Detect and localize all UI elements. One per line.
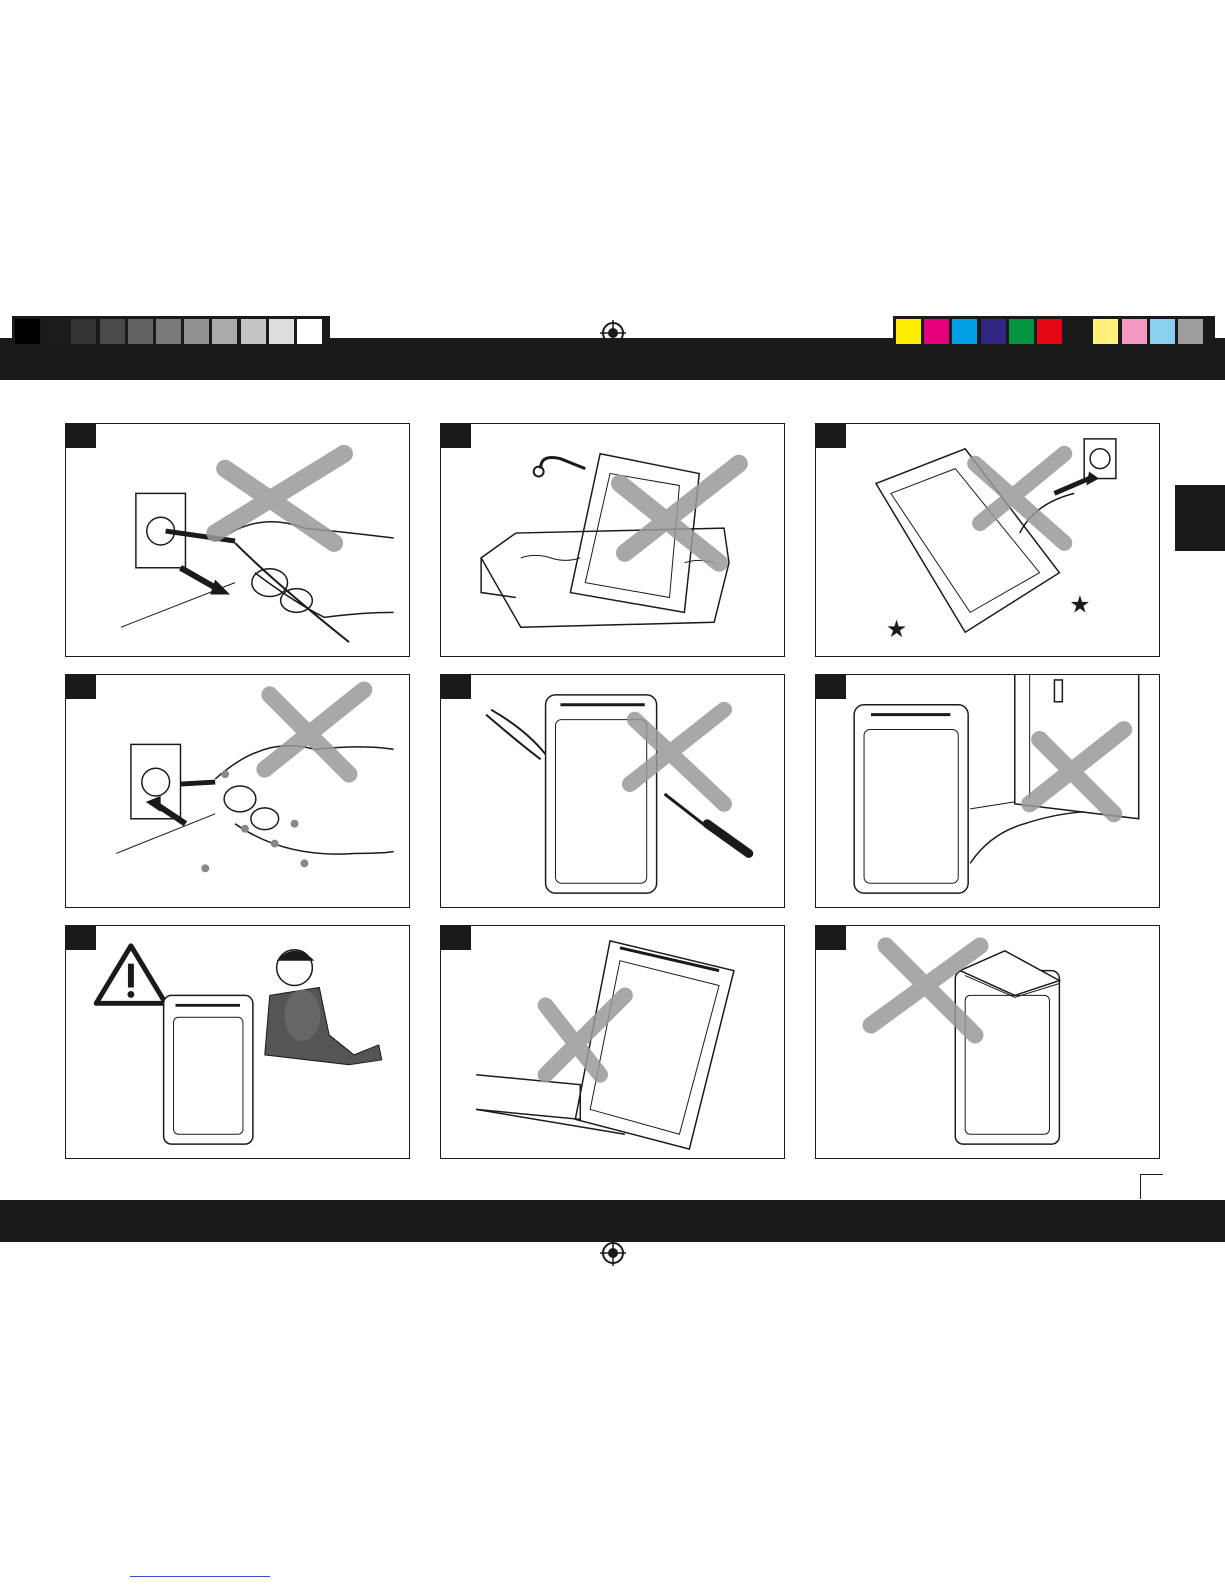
color-swatch [1092, 318, 1119, 345]
color-swatch [1121, 318, 1148, 345]
panel-3: ★ ★ [815, 423, 1160, 657]
grayscale-swatch [42, 318, 69, 345]
grayscale-calibration-strip [12, 316, 330, 345]
tilted-unit-icon [441, 926, 784, 1158]
panel-8 [440, 925, 785, 1159]
immerse-in-water-icon [441, 424, 784, 656]
child-warning-icon [66, 926, 409, 1158]
grayscale-swatch [296, 318, 323, 345]
color-swatch [1149, 318, 1176, 345]
grayscale-swatch [268, 318, 295, 345]
grayscale-swatch [155, 318, 182, 345]
grayscale-swatch [14, 318, 41, 345]
unit-falling-icon: ★ ★ [816, 424, 1159, 656]
grayscale-swatch [183, 318, 210, 345]
color-calibration-strip [893, 316, 1215, 345]
panel-7 [65, 925, 410, 1159]
color-swatch [1008, 318, 1035, 345]
cord-under-door-icon [816, 675, 1159, 907]
color-swatch [1177, 318, 1204, 345]
disassemble-tools-icon [441, 675, 784, 907]
covered-unit-icon [816, 926, 1159, 1158]
grayscale-swatch [240, 318, 267, 345]
color-swatch [895, 318, 922, 345]
panel-1 [65, 423, 410, 657]
grayscale-swatch [99, 318, 126, 345]
bottom-print-bar [0, 1200, 1225, 1242]
section-tab [1175, 485, 1225, 551]
svg-text:★: ★ [1069, 590, 1090, 618]
color-swatch [980, 318, 1007, 345]
color-swatch [923, 318, 950, 345]
panel-5 [440, 674, 785, 908]
crop-mark [1140, 1174, 1163, 1199]
grayscale-swatch [127, 318, 154, 345]
wet-hands-plug-icon [66, 675, 409, 907]
color-swatch [1064, 318, 1091, 345]
color-swatch [1036, 318, 1063, 345]
registration-mark-icon [600, 320, 626, 346]
grayscale-swatch [70, 318, 97, 345]
pull-plug-by-cord-icon [66, 424, 409, 656]
panel-2 [440, 423, 785, 657]
panel-4 [65, 674, 410, 908]
registration-mark-icon [600, 1240, 626, 1266]
panel-9 [815, 925, 1160, 1159]
footer-link-underline [130, 1576, 270, 1577]
grayscale-swatch [211, 318, 238, 345]
svg-text:★: ★ [886, 615, 907, 643]
color-swatch [951, 318, 978, 345]
panel-6 [815, 674, 1160, 908]
